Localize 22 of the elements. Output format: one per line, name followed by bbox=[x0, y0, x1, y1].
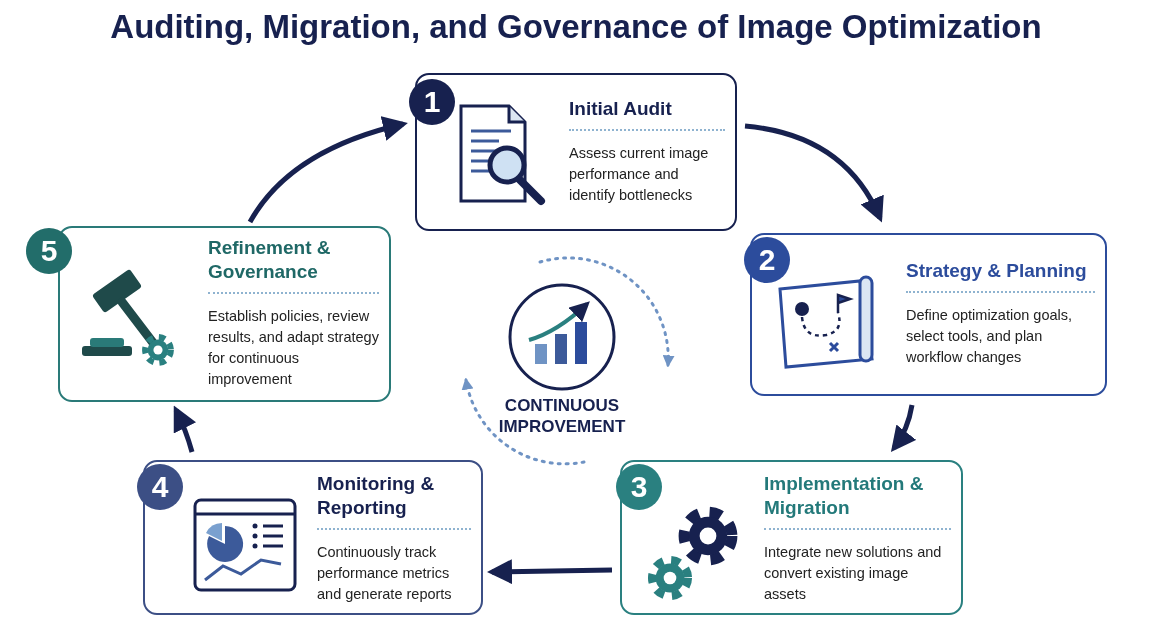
step-number: 4 bbox=[137, 464, 183, 510]
step-number: 1 bbox=[409, 79, 455, 125]
step-heading: Implementation & Migration bbox=[764, 472, 925, 520]
step-number: 2 bbox=[744, 237, 790, 283]
step-description: Integrate new solutions and convert existing image assets bbox=[764, 543, 943, 604]
center-label: CONTINUOUS IMPROVEMENT bbox=[492, 395, 632, 437]
arrow bbox=[247, 116, 408, 224]
title: Auditing, Migration, and Governance of Image Optimization bbox=[109, 8, 1043, 46]
arrow bbox=[173, 405, 196, 453]
arrow bbox=[744, 123, 883, 223]
step-description: Assess current image performance and identify bottlenecks bbox=[569, 144, 710, 205]
step-heading: Strategy & Planning bbox=[906, 259, 1088, 283]
step-heading: Refinement & Governance bbox=[208, 236, 332, 284]
step-description: Define optimization goals, select tools, and plan workflow changes bbox=[906, 306, 1074, 367]
step-heading: Monitoring & Reporting bbox=[317, 472, 436, 520]
step-description: Establish policies, review results, and adapt strategy for continuous improvement bbox=[208, 307, 379, 389]
step-heading: Initial Audit bbox=[569, 97, 673, 121]
arrow bbox=[891, 404, 916, 452]
step-number: 3 bbox=[616, 464, 662, 510]
step-number: 5 bbox=[26, 228, 72, 274]
arrow bbox=[487, 559, 613, 585]
step-description: Continuously track performance metrics and generate reports bbox=[317, 543, 453, 604]
